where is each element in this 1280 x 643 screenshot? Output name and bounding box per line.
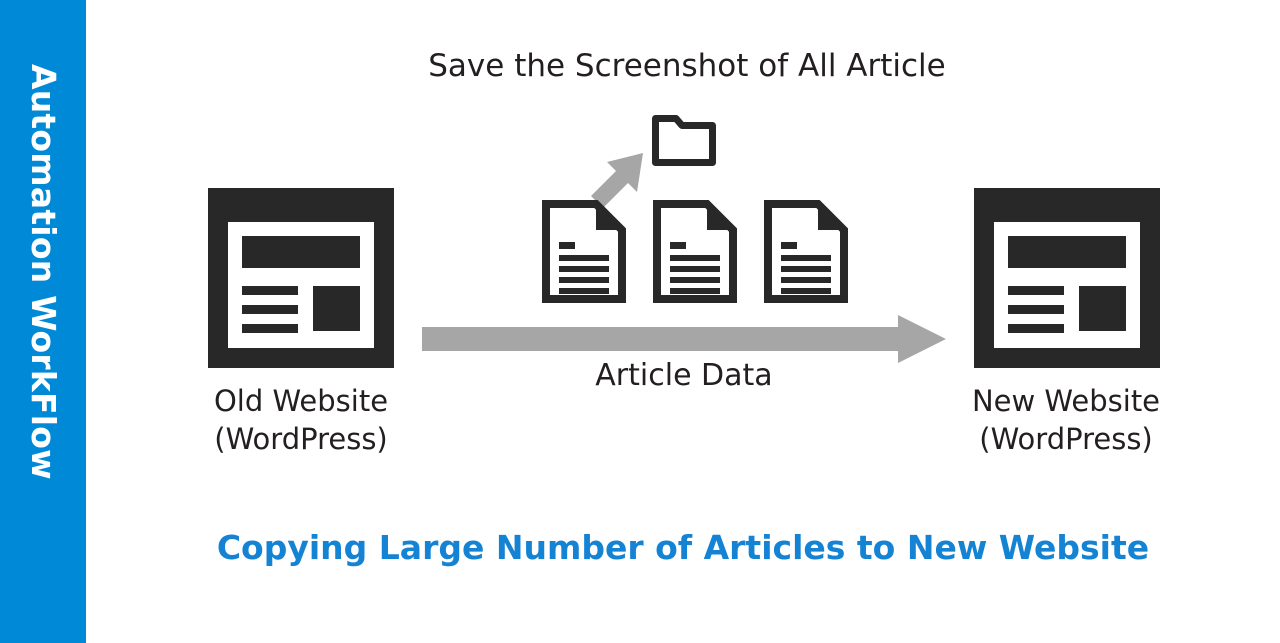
website-text-lines bbox=[242, 284, 298, 334]
website-page-icon-new bbox=[974, 188, 1160, 368]
website-content bbox=[242, 284, 360, 334]
website-text-line bbox=[1008, 324, 1064, 333]
website-image-block bbox=[313, 286, 360, 331]
document-icon bbox=[764, 200, 848, 303]
node-label-line1: New Website bbox=[971, 384, 1161, 418]
website-screen bbox=[994, 222, 1140, 348]
diagram-headline-text: Save the Screenshot of All Article bbox=[428, 48, 946, 84]
website-content bbox=[1008, 284, 1126, 334]
arrow-up-right-icon bbox=[583, 151, 645, 209]
node-label-old-website: Old Website (WordPress) bbox=[141, 382, 461, 458]
website-text-line bbox=[1008, 286, 1064, 295]
node-label-line1: Old Website bbox=[213, 384, 389, 418]
diagram-canvas: Save the Screenshot of All Article bbox=[86, 0, 1280, 643]
website-screen bbox=[228, 222, 374, 348]
website-page-icon-old bbox=[208, 188, 394, 368]
document-icon bbox=[542, 200, 626, 303]
website-text-line bbox=[242, 286, 298, 295]
website-text-lines bbox=[1008, 284, 1064, 334]
document-icon bbox=[653, 200, 737, 303]
node-label-new-website: New Website (WordPress) bbox=[906, 382, 1226, 458]
website-text-line bbox=[242, 324, 298, 333]
website-text-line bbox=[242, 305, 298, 314]
sidebar-title: Automation WorkFlow bbox=[24, 64, 63, 480]
diagram-caption: Copying Large Number of Articles to New … bbox=[216, 528, 1150, 567]
website-image-block bbox=[1079, 286, 1126, 331]
node-label-line2: (WordPress) bbox=[214, 422, 388, 456]
website-banner-block bbox=[1008, 236, 1126, 268]
arrow-right-icon bbox=[422, 315, 946, 363]
website-text-line bbox=[1008, 305, 1064, 314]
folder-icon bbox=[651, 114, 717, 167]
node-label-line2: (WordPress) bbox=[979, 422, 1153, 456]
sidebar: Automation WorkFlow bbox=[0, 0, 86, 643]
diagram-headline: Save the Screenshot of All Article bbox=[86, 48, 1280, 84]
website-banner-block bbox=[242, 236, 360, 268]
flow-arrow-label: Article Data bbox=[595, 358, 773, 393]
